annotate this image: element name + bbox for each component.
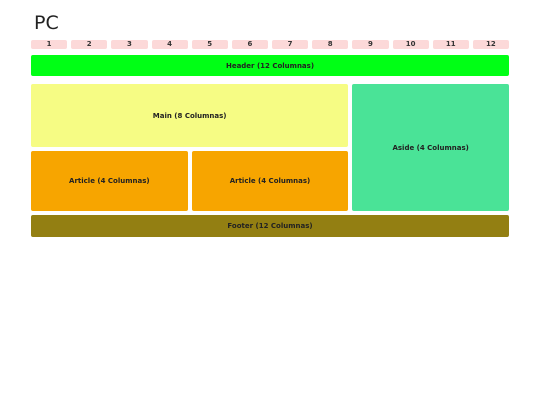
aside-block: Aside (4 Columnas) <box>352 84 509 211</box>
column-guide-cell: 3 <box>111 40 148 49</box>
footer-block: Footer (12 Columnas) <box>31 215 509 237</box>
article-block-2: Article (4 Columnas) <box>191 151 349 211</box>
page-title: PC <box>34 12 59 34</box>
column-guide-cell: 10 <box>392 40 429 49</box>
column-guide-cell: 12 <box>472 40 509 49</box>
column-guide-cell: 1 <box>31 40 68 49</box>
column-guide-cell: 5 <box>191 40 228 49</box>
column-guide-cell: 4 <box>151 40 188 49</box>
column-guide-row: 1 2 3 4 5 6 7 8 9 10 11 12 <box>31 40 509 49</box>
column-guide-cell: 7 <box>272 40 309 49</box>
column-guide-cell: 6 <box>231 40 268 49</box>
grid-layout: Header (12 Columnas) Main (8 Columnas) A… <box>31 55 509 237</box>
column-guide-cell: 11 <box>432 40 469 49</box>
header-block: Header (12 Columnas) <box>31 55 509 76</box>
column-guide-cell: 9 <box>352 40 389 49</box>
main-block: Main (8 Columnas) <box>31 84 349 147</box>
column-guide-cell: 2 <box>71 40 108 49</box>
column-guide-cell: 8 <box>312 40 349 49</box>
article-block-1: Article (4 Columnas) <box>31 151 188 211</box>
